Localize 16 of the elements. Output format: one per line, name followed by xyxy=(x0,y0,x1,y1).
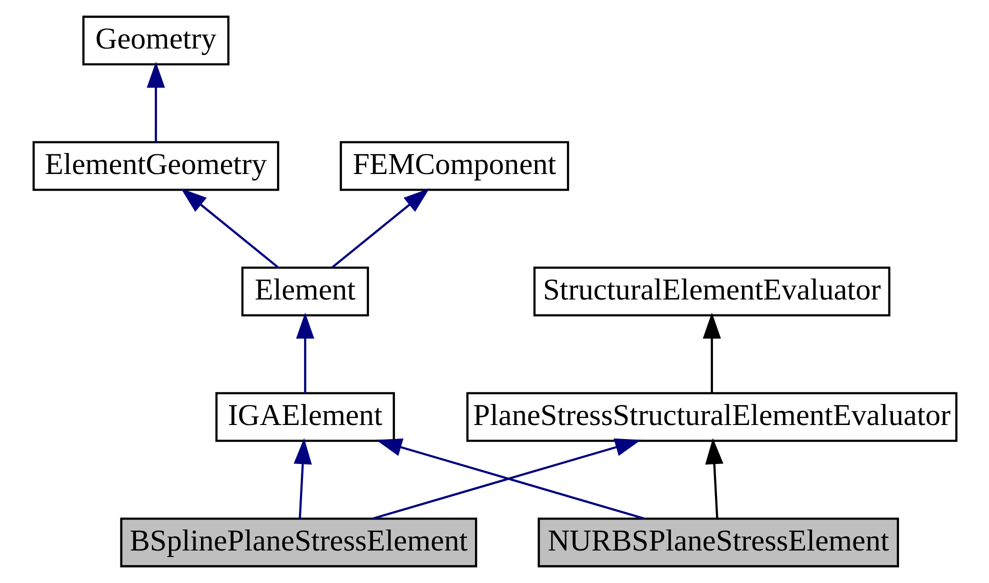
arrow xyxy=(293,438,312,519)
arrow xyxy=(180,188,279,269)
arrow xyxy=(330,188,429,269)
node-box: IGAElement xyxy=(214,392,394,442)
node-box: Element xyxy=(240,266,368,316)
node-box: FEMComponent xyxy=(339,141,569,191)
node-box: NURBSPlaneStressElement xyxy=(537,518,899,568)
node-box: StructuralElementEvaluator xyxy=(532,266,890,316)
arrow xyxy=(296,312,314,394)
arrow xyxy=(704,438,723,519)
node-box: BSplinePlaneStressElement xyxy=(120,518,477,568)
arrow xyxy=(702,312,720,394)
node-box: PlaneStressStructuralElementEvaluator xyxy=(466,392,957,442)
node-box: ElementGeometry xyxy=(32,141,279,191)
arrow xyxy=(146,62,164,142)
node-box: Geometry xyxy=(82,16,229,66)
